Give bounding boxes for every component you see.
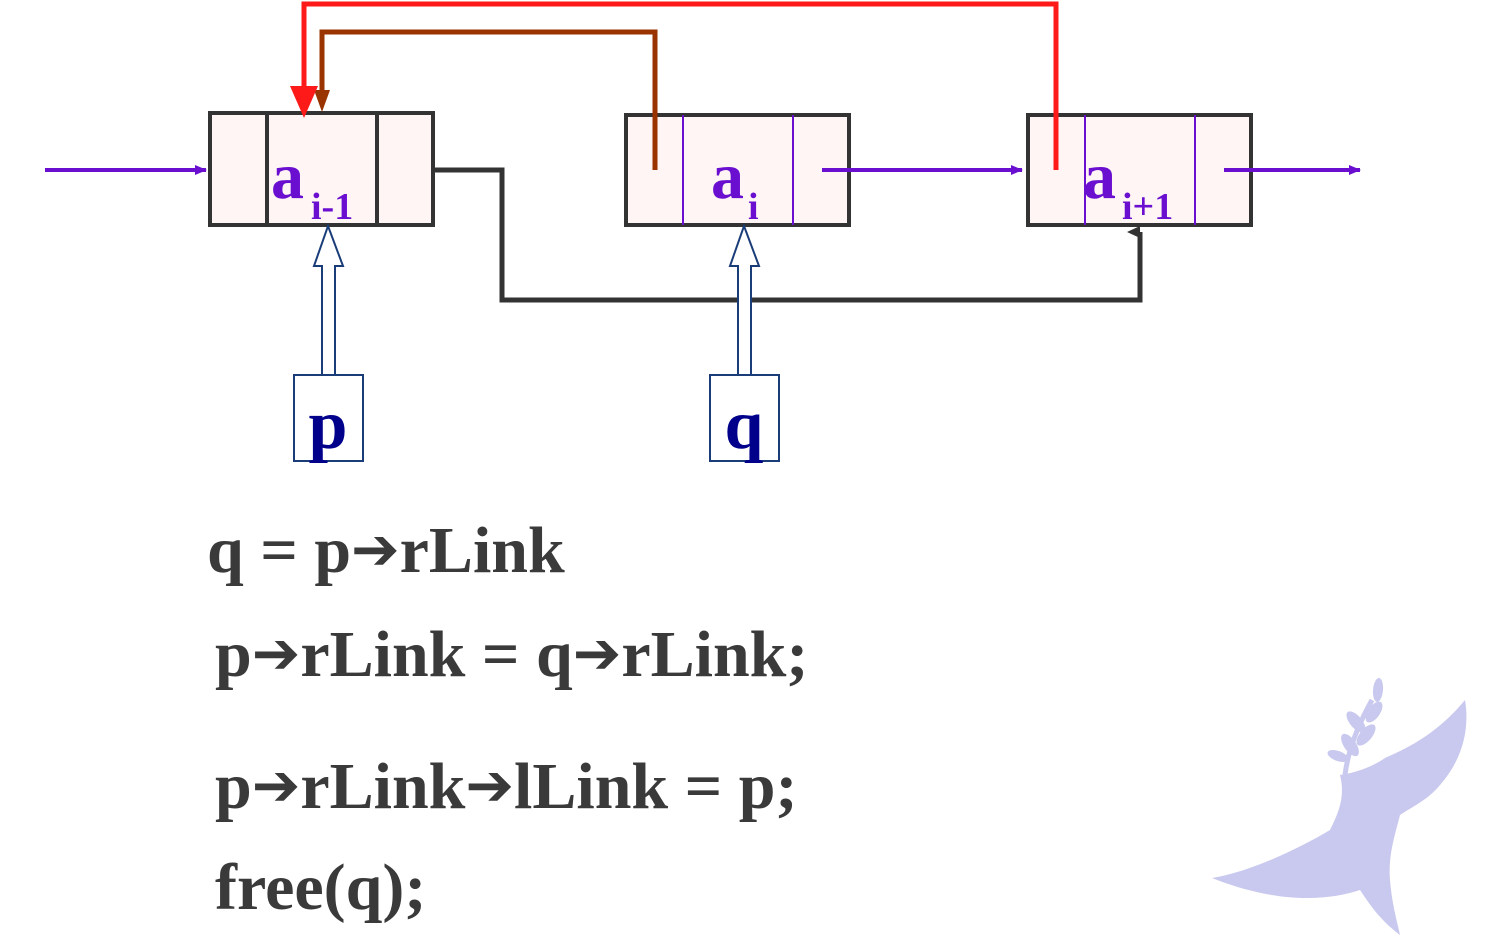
node-a-i-minus-1-sub: i-1 [311,186,353,228]
code-line-3: p➔rLink➔lLink = p; [215,750,798,823]
ai-llink-arrow [319,29,658,170]
pointer-p-label: p [309,387,348,464]
code-line-2: p➔rLink = q➔rLink; [215,618,809,691]
node-a-i-plus-1: a i+1 [1026,113,1253,228]
svg-text:a i-1: a i-1 [271,140,353,228]
arrow-operator-icon: ➔ [251,619,301,687]
node-a-i-minus-1: a i-1 [208,111,435,228]
arrow-operator-icon: ➔ [465,751,515,819]
pointer-q-label: q [725,387,764,464]
node-a-i: a i [624,113,851,228]
arrow-operator-icon: ➔ [351,515,400,583]
arrow-operator-icon: ➔ [572,619,622,687]
node-a-i-minus-1-base: a [271,140,304,213]
arrow-operator-icon: ➔ [251,751,301,819]
node-a-i-base: a [711,140,744,213]
code-line-4: free(q); [215,851,427,924]
node-a-i-sub: i [748,186,759,228]
node-a-i-plus-1-sub: i+1 [1122,186,1173,228]
pointer-q: q [709,223,780,464]
node-a-i-plus-1-base: a [1083,140,1116,213]
dove-olive-branch-icon [1212,678,1467,935]
svg-text:a i: a i [711,140,759,228]
pointer-p: p [293,223,364,464]
new-llink-arrow [301,1,1059,170]
code-line-1: q = p➔rLink [207,514,565,587]
svg-text:a i+1: a i+1 [1083,140,1173,228]
new-rlink-arrow [433,167,1143,303]
